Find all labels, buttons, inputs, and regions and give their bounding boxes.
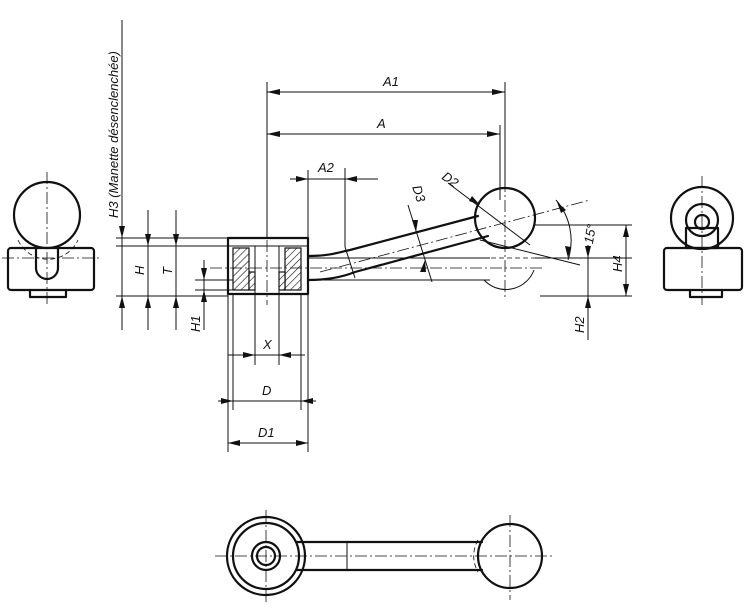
label-h3: H3 (Manette désenclenchée) bbox=[106, 51, 121, 218]
top-view bbox=[215, 510, 555, 605]
label-a2: A2 bbox=[317, 160, 335, 175]
label-d: D bbox=[262, 383, 271, 398]
label-a: A bbox=[376, 116, 386, 131]
front-view bbox=[210, 180, 591, 305]
label-h4: H4 bbox=[610, 255, 625, 272]
label-angle: 15° bbox=[581, 223, 599, 245]
label-x: X bbox=[262, 337, 273, 352]
label-t: T bbox=[160, 266, 175, 275]
label-h: H bbox=[132, 265, 147, 275]
label-d2: D2 bbox=[439, 169, 462, 191]
label-d1: D1 bbox=[258, 425, 275, 440]
label-d3: D3 bbox=[409, 183, 429, 204]
dimension-labels: A1 A A2 D2 D3 15° H3 (Manette désenclenc… bbox=[106, 51, 625, 440]
dimension-lines bbox=[116, 20, 632, 452]
left-side-view bbox=[2, 172, 100, 305]
label-h1: H1 bbox=[188, 315, 203, 332]
label-a1: A1 bbox=[382, 74, 399, 89]
right-side-view bbox=[662, 176, 744, 305]
label-h2: H2 bbox=[572, 316, 587, 333]
